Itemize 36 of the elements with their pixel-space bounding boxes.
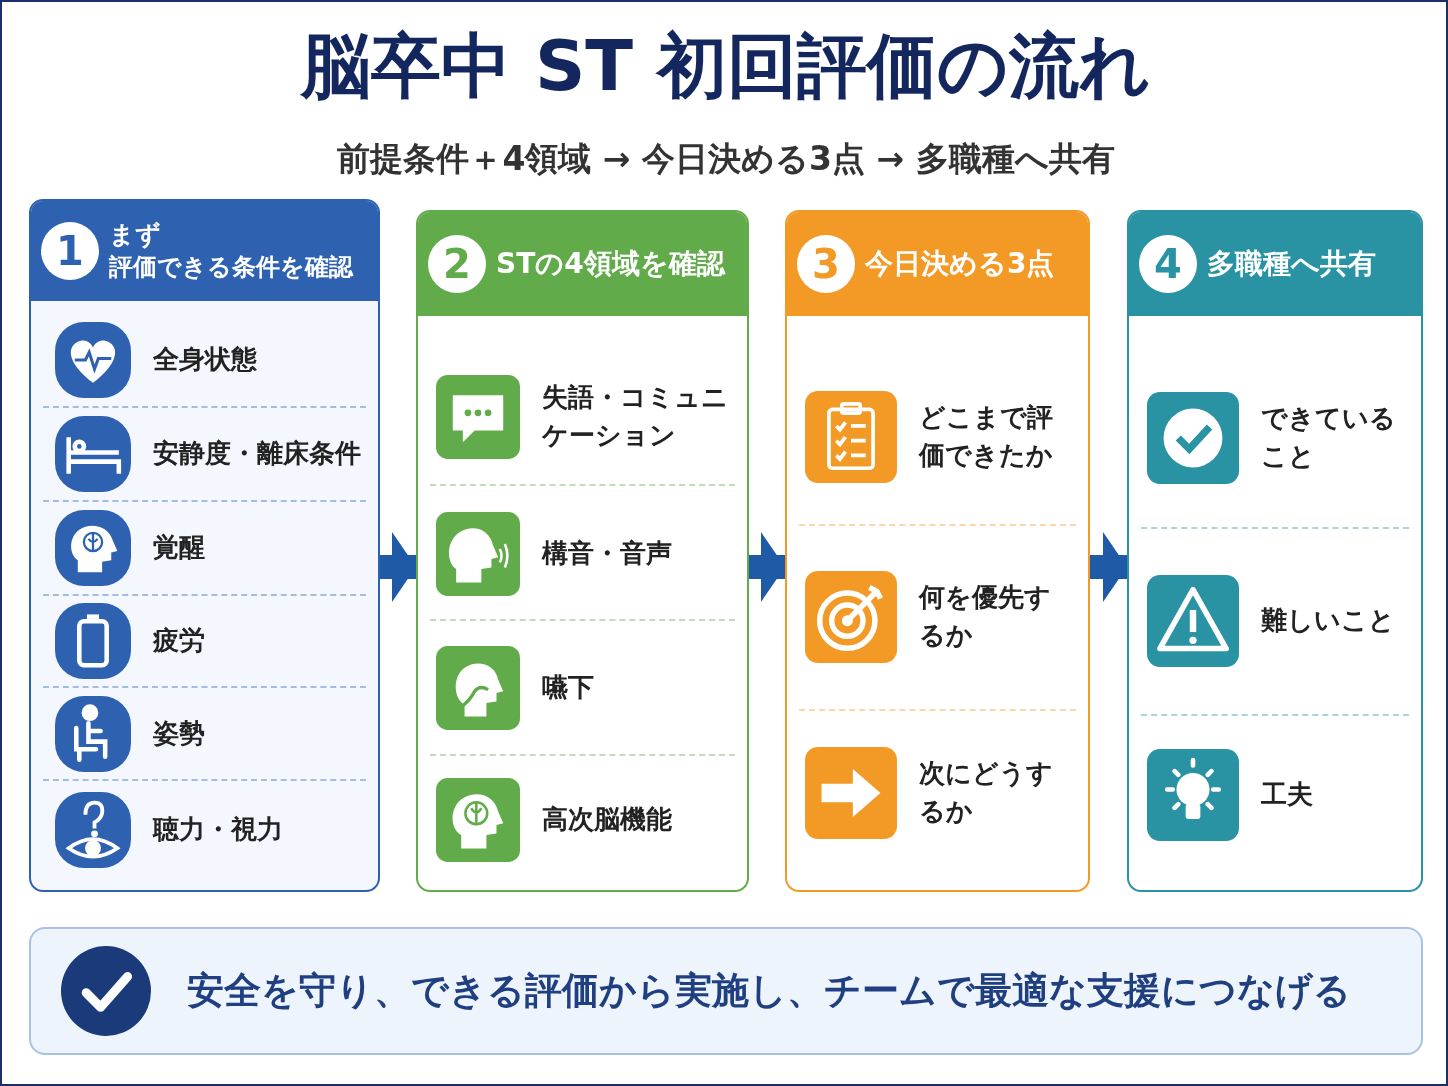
arrow — [380, 532, 416, 602]
panel-heading: 多職種へ共有 — [1207, 246, 1376, 282]
panel-subheading: まず — [109, 219, 162, 252]
item-label: 疲労 — [153, 624, 205, 658]
item-label: 構音・音声 — [542, 537, 672, 571]
message-banner — [29, 927, 1423, 1055]
item-label: どこまで評価できたか — [919, 400, 1054, 472]
item-label: 高次脳機能 — [542, 803, 672, 837]
title: 脳卒中 ST 初回評価の流れ — [299, 24, 1153, 109]
panel-heading: 今日決める3点 — [865, 246, 1055, 282]
step-number: 4 — [1139, 235, 1197, 293]
item-label: 失語・コミュニケーション — [542, 380, 729, 452]
item-label: できていること — [1261, 402, 1397, 473]
step-number: 3 — [797, 235, 855, 293]
arrow — [749, 532, 785, 602]
panel-heading: STの4領域を確認 — [496, 246, 725, 282]
item-label: 難しいこと — [1261, 603, 1395, 637]
item-label: 工夫 — [1261, 778, 1313, 812]
item-label: 全身状態 — [153, 343, 257, 377]
item-label: 何を優先するか — [919, 580, 1052, 652]
item-label: 安静度・離床条件 — [153, 437, 361, 471]
step-panel — [1127, 210, 1423, 892]
step-number: 1 — [41, 222, 99, 280]
step-panel — [785, 210, 1090, 892]
item-label: 次にどうするか — [919, 757, 1054, 828]
subtitle: 前提条件＋4領域 → 今日決める3点 → 多職種へ共有 — [336, 138, 1116, 180]
panel-heading: 評価できる条件を確認 — [109, 251, 353, 283]
item-label: 嚥下 — [542, 671, 594, 705]
item-label: 覚醒 — [153, 531, 205, 565]
step-number: 2 — [428, 235, 486, 293]
banner-text: 安全を守り、できる評価から実施し、チームで最適な支援につなげる — [187, 968, 1351, 1014]
step-panel — [416, 210, 749, 892]
item-label: 姿勢 — [153, 716, 205, 750]
step-panel — [29, 199, 380, 892]
item-label: 聴力・視力 — [153, 813, 283, 847]
arrow — [1090, 532, 1127, 602]
